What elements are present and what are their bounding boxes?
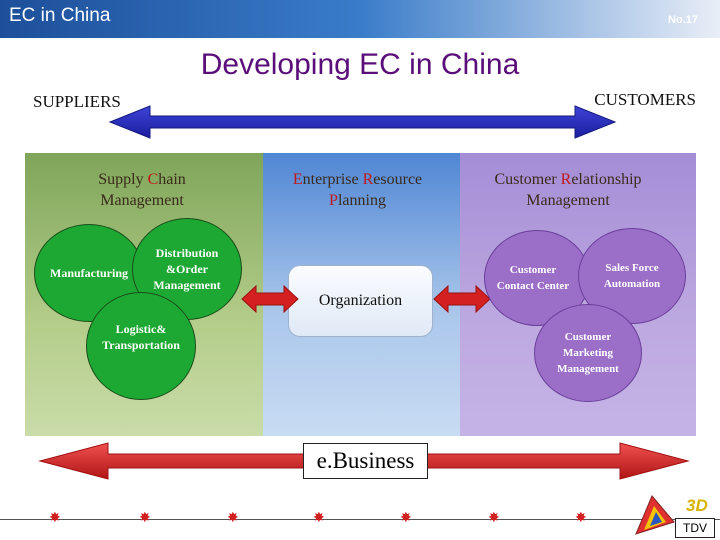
customers-label: CUSTOMERS (594, 90, 696, 109)
footer-star-icon: ✸ (488, 511, 500, 526)
header-bar: EC in China No.17 (0, 0, 720, 38)
header-title: EC in China (9, 5, 111, 26)
left-connector-arrow (241, 284, 299, 314)
distribution-label: Distribution &Order Management (153, 246, 221, 292)
footer-line (0, 519, 720, 520)
suppliers-label: SUPPLIERS (33, 92, 121, 111)
logo-text: TDV (675, 518, 715, 538)
footer-star-icon: ✸ (313, 511, 325, 526)
logistic-circle: Logistic& Transportation (86, 292, 196, 400)
organization-box (288, 265, 433, 337)
footer-star-icon: ✸ (49, 511, 61, 526)
manufacturing-label: Manufacturing (50, 266, 128, 280)
footer-star-icon: ✸ (575, 511, 587, 526)
logistic-label: Logistic& Transportation (102, 322, 180, 352)
contact-center-label: Customer Contact Center (496, 264, 570, 292)
logo-brand: 3D (686, 496, 708, 515)
erp-title: Enterprise Resource Planning (292, 171, 423, 209)
supply-demand-arrow (108, 105, 617, 139)
footer-star-icon: ✸ (400, 511, 412, 526)
slide-number: No.17 (668, 14, 698, 26)
sales-force-label: Sales Force Automation (603, 262, 661, 290)
footer-star-icon: ✸ (227, 511, 239, 526)
marketing-label: Customer Marketing Management (557, 331, 619, 375)
slide-title: Developing EC in China (200, 48, 520, 81)
ebusiness-label: e.Business (303, 443, 428, 479)
marketing-circle: Customer Marketing Management (534, 304, 642, 402)
right-connector-arrow (433, 284, 491, 314)
footer-star-icon: ✸ (139, 511, 151, 526)
crm-title: Customer Relationship Management (494, 171, 642, 209)
organization-label: Organization (318, 292, 403, 309)
scm-title: Supply Chain Management (98, 171, 186, 209)
logo-icon (635, 495, 675, 535)
